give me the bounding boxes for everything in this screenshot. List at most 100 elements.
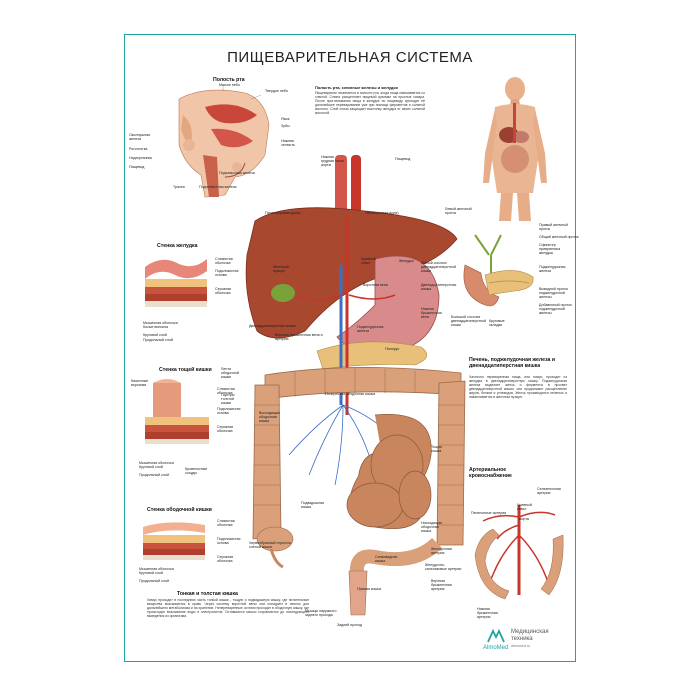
label-sw-oblique: Мышечная оболочка Косые волокна xyxy=(143,321,178,330)
label-lp-sphincter: Сфинктер привратника желудка xyxy=(539,243,561,256)
esophagus-shape xyxy=(335,155,347,215)
label-epiglottis: Надгортанник xyxy=(129,156,152,160)
label-esophagus-center: Пищевод xyxy=(395,157,411,161)
label-cw-submucosa: Подслизистая основа xyxy=(217,537,241,546)
label-art-aorta: Аорта xyxy=(519,517,529,521)
body-silhouette xyxy=(483,77,547,221)
pancreas-detail-illustration xyxy=(463,234,534,307)
label-hard-palate: Твердое небо xyxy=(265,89,288,93)
rectum-shape xyxy=(348,570,368,616)
label-art-sup-mesenteric: Верхняя брыжеечная артерия xyxy=(431,579,452,592)
label-cw-longitudinal: Продольный слой xyxy=(139,579,170,583)
label-descending-colon: Нисходящая ободочная кишка xyxy=(421,521,443,534)
label-sm-longitudinal: Продольный слой xyxy=(139,473,170,477)
label-transverse-colon: Поперечная ободочная кишка xyxy=(325,392,376,396)
label-sm-submucosa: Подслизистая основа xyxy=(217,407,241,416)
gallbladder-shape xyxy=(271,284,295,302)
label-lp-right-duct: Правый желчный проток xyxy=(539,223,568,232)
label-lp-accessory-duct: Добавочный проток поджелудочной железы xyxy=(539,303,572,316)
label-sm-villi: Кишечные ворсинки xyxy=(131,379,149,388)
aorta-shape xyxy=(351,155,361,225)
label-anus: Задний проход xyxy=(337,623,362,627)
label-sw-submucosa: Подслизистая основа xyxy=(215,269,239,278)
sigmoid-shape xyxy=(349,537,442,576)
label-sw-circular: Круговой слой xyxy=(143,333,167,337)
label-gallbladder: Желчный пузырь xyxy=(273,265,289,274)
colon-wall-title: Стенка ободочной кишки xyxy=(147,507,212,513)
label-lp-major-papilla: Большой сосочек двенадцатиперстной кишки xyxy=(451,315,487,328)
label-submandibular: Подчелюстная железа xyxy=(199,185,237,189)
appendix-shape xyxy=(269,548,284,569)
label-sm-muscular: Мышечная оболочка Круговой слой xyxy=(139,461,174,470)
label-duodenum: Двенадцатиперстная кишка xyxy=(249,324,296,328)
label-sublingual: Подъязычная железа xyxy=(219,171,255,175)
brand-line2: техника xyxy=(511,636,533,642)
label-sphincter: Мышцы наружного заднего прохода xyxy=(305,609,337,618)
label-sm-vessels: Кровеносные сосуды xyxy=(185,467,208,476)
label-appendix: Червеобразный отросток слепой кишки xyxy=(249,541,292,550)
label-cw-serosa: Серозная оболочка xyxy=(217,555,234,564)
label-liver-left: Печень(левая доля) xyxy=(365,211,399,215)
label-sw-longitudinal: Продольный слой xyxy=(143,338,174,342)
label-oropharynx: Ротоглотка xyxy=(129,147,148,151)
label-celiac: Чревный ствол xyxy=(361,257,376,266)
brand-line1: Медицинская xyxy=(511,629,549,635)
label-tongue: Язык xyxy=(281,117,290,121)
label-art-inf-mesenteric: Нижняя брыжеечная артерия xyxy=(477,607,498,620)
label-jejunum: Тощая кишка xyxy=(431,445,442,454)
arterial-illustration xyxy=(474,505,564,600)
label-trachea: Трахея xyxy=(173,185,185,189)
label-lp-pancreas: Поджелудочная железа xyxy=(539,265,566,274)
label-art-hepatic: Печеночные артерии xyxy=(471,511,507,515)
label-lp-main-duct: Выводной проток поджелудочной железы xyxy=(539,287,568,300)
stomach-wall-illustration xyxy=(145,259,207,307)
brand-name: AlmoMed xyxy=(483,645,509,651)
pancreas-shape xyxy=(316,341,428,370)
almomed-logo-icon xyxy=(487,628,505,643)
label-rectum: Прямая кишка xyxy=(357,587,382,591)
label-lp-portal: Нижняя брыжеечная вена xyxy=(421,307,442,320)
label-sw-mucosa: Слизистая оболочка xyxy=(215,257,233,266)
label-lp-duodenum: Двенадцатиперстная кишка xyxy=(421,283,457,292)
label-lp-common-duct: Общий желчный проток xyxy=(539,235,579,239)
label-art-gastric: Желудочная артерия xyxy=(431,547,452,556)
arterial-title: Артериальное кровоснабжение xyxy=(469,467,512,479)
label-soft-palate: Мягкое небо xyxy=(219,83,240,87)
mouth-illustration xyxy=(178,85,270,198)
intestines-title: Тонкая и толстая кишка xyxy=(177,591,238,597)
brand-url: almomed.ru xyxy=(511,644,530,648)
colon-wall-illustration xyxy=(143,522,205,560)
intestines-text: Химус проходит в последнюю часть тонкой … xyxy=(147,598,309,619)
mouth-glands-text: Пищеварение начинается в полости рта, ко… xyxy=(315,91,425,116)
label-stomach: Желудок xyxy=(399,259,414,263)
label-portal-vein: Воротная вена xyxy=(363,283,388,287)
label-mandible: Нижняя челюсть xyxy=(281,139,295,148)
liver-panc-title: Печень, поджелудочная железа и двенадцат… xyxy=(469,357,556,369)
poster: ПИЩЕВАРИТЕЛЬНАЯ СИСТЕМА Полость рта Мягк… xyxy=(124,34,579,662)
label-art-gastroepiploic: Желудочно-сальниковые артерии xyxy=(425,563,462,572)
descending-colon-shape xyxy=(436,380,466,546)
label-parotid: Околоушная железа xyxy=(129,133,151,142)
label-esophagus-mouth: Пищевод xyxy=(129,165,145,169)
label-pancreas: Поджелудочная железа xyxy=(357,325,384,334)
label-ileum: Подвздошная кишка xyxy=(301,501,324,510)
label-sup-mesenteric: Верхняя брыжеечная вена и артерия xyxy=(275,333,323,342)
label-art-splenic: Селезеночная артерия xyxy=(537,487,561,496)
label-thoracic-aorta: Нижняя грудная часть аорты xyxy=(321,155,345,168)
label-teeth: Зубы xyxy=(281,124,290,128)
label-lp-folds: Круговые складки xyxy=(489,319,505,328)
label-cw-mucosa: Слизистая оболочка xyxy=(217,519,235,528)
label-lp-left-duct: Левый желчный проток xyxy=(445,207,472,216)
label-taenia: Лента ободочной кишки xyxy=(221,367,239,380)
label-sm-serosa: Серозная оболочка xyxy=(217,425,234,434)
label-ascending-colon: Восходящая ободочная кишка xyxy=(259,411,280,424)
caecum-shape xyxy=(256,526,294,552)
label-liver-right: Печень(правая доля) xyxy=(265,211,301,215)
digestive-organs-illustration xyxy=(245,155,466,616)
label-sigmoid: Сигмовидная кишка xyxy=(375,555,398,564)
stomach-wall-title: Стенка желудка xyxy=(157,243,198,249)
mouth-section-title: Полость рта xyxy=(213,77,245,83)
poster-title: ПИЩЕВАРИТЕЛЬНАЯ СИСТЕМА xyxy=(227,49,473,66)
label-lp-minor-papilla: Малый сосочек двенадцатиперстной кишки xyxy=(421,261,457,274)
small-wall-illustration xyxy=(145,379,209,444)
